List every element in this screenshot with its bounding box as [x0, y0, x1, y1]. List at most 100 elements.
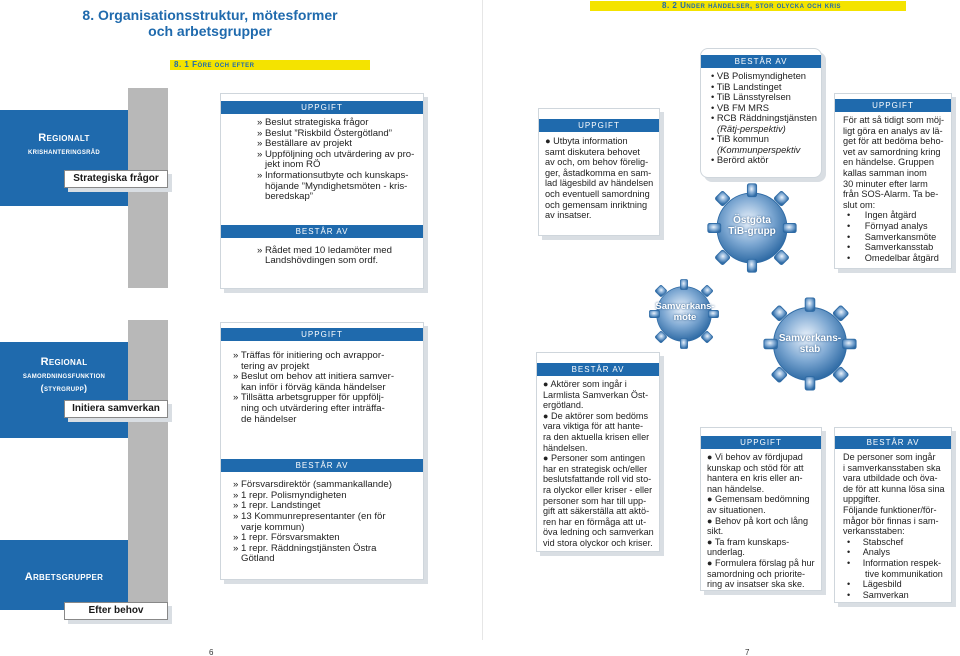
text-line: sikt.: [707, 526, 817, 537]
text-line: verkansstaben:: [843, 526, 947, 537]
text-line: av situationen.: [707, 505, 817, 516]
panel-stab-bestar-text: De personer som ingår i samverkansstaben…: [835, 449, 951, 600]
text-line: ● Utbyta information: [545, 136, 654, 147]
list-item: Lägesbild: [853, 579, 902, 589]
panel-samordning-uppgift-list: » Träffas för initiering och avrappor- t…: [221, 341, 423, 425]
text-line: av och, om behov förelig-: [545, 157, 654, 168]
panel-samordning-uppgift-head: UPPGIFT: [221, 328, 423, 341]
text-line: ra den aktuella krisen eller: [543, 432, 655, 443]
text-line: • VB Polismyndigheten: [711, 71, 817, 82]
panel-tib-uppgift2: UPPGIFT För att så tidigt som möj- ligt …: [834, 93, 952, 269]
panel-tib-bestar-head: BESTÅR AV: [701, 55, 821, 68]
panel-samordning: UPPGIFT » Träffas för initiering och avr…: [220, 322, 424, 580]
text-line: ren har en förmåga att ut-: [543, 517, 655, 528]
text-line: • Berörd aktör: [711, 155, 817, 166]
list-item: Samverkan: [853, 590, 909, 600]
text-line: och eventuell samordning: [545, 189, 654, 200]
text-line: ra olyckor eller kriser - eller: [543, 485, 655, 496]
text-line: vara utbildade och öva-: [843, 473, 947, 484]
list-item: » Beslut strategiska frågor: [257, 118, 417, 129]
gear-tib-label: Östgöta TiB-grupp: [714, 215, 790, 237]
list-item: de händelser: [233, 415, 417, 426]
text-line: underlag.: [707, 547, 817, 558]
panel-samordning-bestar-head: BESTÅR AV: [221, 459, 423, 472]
tag-efter-behov: Efter behov: [64, 602, 168, 620]
text-line: ● Gemensam bedömning: [707, 494, 817, 505]
page-title-line1: 8. Organisationsstruktur, mötesformer: [80, 7, 340, 23]
text-line: ergötland.: [543, 400, 655, 411]
text-line: vet av samordning kring: [843, 147, 947, 158]
panel-stab-bestar: BESTÅR AV De personer som ingår i samver…: [834, 427, 952, 603]
level-kris-line1: Regionalt: [0, 132, 128, 145]
list-item: beredskap”: [257, 192, 417, 203]
page-divider: [482, 0, 483, 640]
page-title: 8. Organisationsstruktur, mötesformer oc…: [80, 7, 340, 39]
list-item: Information respek-: [853, 558, 941, 568]
level-arbetsgrupper: Arbetsgrupper: [0, 540, 128, 610]
panel-krishanteringsrad: UPPGIFT » Beslut strategiska frågor » Be…: [220, 93, 424, 289]
level-krishanteringsrad: Regionalt krishanteringsråd: [0, 110, 128, 206]
text-line: ● Behov på kort och lång: [707, 516, 817, 527]
list-item: ning och utvärdering efter inträffa-: [233, 404, 417, 415]
text-line: ● De aktörer som bedöms: [543, 411, 655, 422]
text-line: av insatser.: [545, 210, 654, 221]
list-item: Götland: [233, 554, 417, 565]
panel-tib-bestar-text: • VB Polismyndigheten • TiB Landstinget …: [701, 68, 821, 166]
text-line: ger, åstadkomma en sam-: [545, 168, 654, 179]
panel-tib-bestar: BESTÅR AV • VB Polismyndigheten • TiB La…: [700, 48, 822, 178]
list-item: Samverkansstab: [853, 242, 933, 252]
tag-strategiska: Strategiska frågor: [64, 170, 168, 188]
text-line: samt diskutera behovet: [545, 147, 654, 158]
text-line: hantera en kris eller an-: [707, 473, 817, 484]
text-line: mågor bör finnas i sam-: [843, 516, 947, 527]
gear-stab-label: Samverkans- stab: [772, 333, 848, 355]
list-item: tive kommunikation: [847, 569, 943, 579]
text-line: Följande funktioner/för-: [843, 505, 947, 516]
section-8-2-label: 8. 2 Under händelser, stor olycka och kr…: [662, 1, 841, 10]
list-item: Förnyad analys: [853, 221, 928, 231]
text-line: och gemensam inriktning: [545, 200, 654, 211]
text-line: har en strategisk och/eller: [543, 464, 655, 475]
level-arbetsgrupper-label: Arbetsgrupper: [0, 571, 128, 584]
text-line: personer som har till upp-: [543, 496, 655, 507]
text-line: beslutsfattande roll vid sto-: [543, 474, 655, 485]
text-line: vid stora olyckor och kriser.: [543, 538, 655, 549]
text-line: i samverkansstaben ska: [843, 463, 947, 474]
text-line: ● Aktörer som ingår i: [543, 379, 655, 390]
text-line: get för att bedöma beho-: [843, 136, 947, 147]
text-line: Larmlista Samverkan Öst-: [543, 390, 655, 401]
list-item: » Informationsutbyte och kunskaps-: [257, 171, 417, 182]
panel-stab-uppgift: UPPGIFT ● Vi behov av fördjupad kunskap …: [700, 427, 822, 591]
gear-stab-line1: Samverkans-: [772, 333, 848, 344]
text-line: ligt göra en analys av lä-: [843, 126, 947, 137]
list-item: » 13 Kommunrepresentanter (en för: [233, 512, 417, 523]
list-item: Omedelbar åtgärd: [853, 253, 939, 263]
text-line: ● Personer som antingen: [543, 453, 655, 464]
level-samordning-line1: Regional: [0, 356, 128, 369]
list-item: Samverkansmöte: [853, 232, 937, 242]
text-line: en händelse. Gruppen: [843, 157, 947, 168]
level-samordning-grey: [128, 320, 168, 540]
text-line: från SOS-Alarm. Ta be-: [843, 189, 947, 200]
level-kris-line2: krishanteringsråd: [0, 145, 128, 158]
panel-kris-uppgift-head: UPPGIFT: [221, 101, 423, 114]
text-line: gift att säkerställa att aktö-: [543, 506, 655, 517]
gear-mote-line1: Samverkans-: [652, 302, 718, 313]
text-line: slut om:: [843, 200, 947, 211]
page-title-line2: och arbetsgrupper: [80, 23, 340, 39]
text-line: lad lägesbild av händelsen: [545, 178, 654, 189]
tag-initiera: Initiera samverkan: [64, 400, 168, 418]
text-line: 30 minuter efter larm: [843, 179, 947, 190]
panel-mote-bestar-text: ● Aktörer som ingår i Larmlista Samverka…: [537, 376, 659, 549]
text-line: uppgifter.: [843, 494, 947, 505]
list-item: Analys: [853, 547, 890, 557]
tib-bullets: • Ingen åtgärd • Förnyad analys • Samver…: [843, 210, 947, 263]
panel-tib-uppgift-head: UPPGIFT: [539, 119, 659, 132]
text-line: ring av insatser ska ske.: [707, 579, 817, 590]
panel-tib-uppgift: UPPGIFT ● Utbyta information samt diskut…: [538, 108, 660, 236]
gear-stab-line2: stab: [772, 344, 848, 355]
level-samordning-line3: (styrgrupp): [0, 382, 128, 395]
text-line: ● Formulera förslag på hur: [707, 558, 817, 569]
panel-kris-bestar-head: BESTÅR AV: [221, 225, 423, 238]
text-line: ● Ta fram kunskaps-: [707, 537, 817, 548]
